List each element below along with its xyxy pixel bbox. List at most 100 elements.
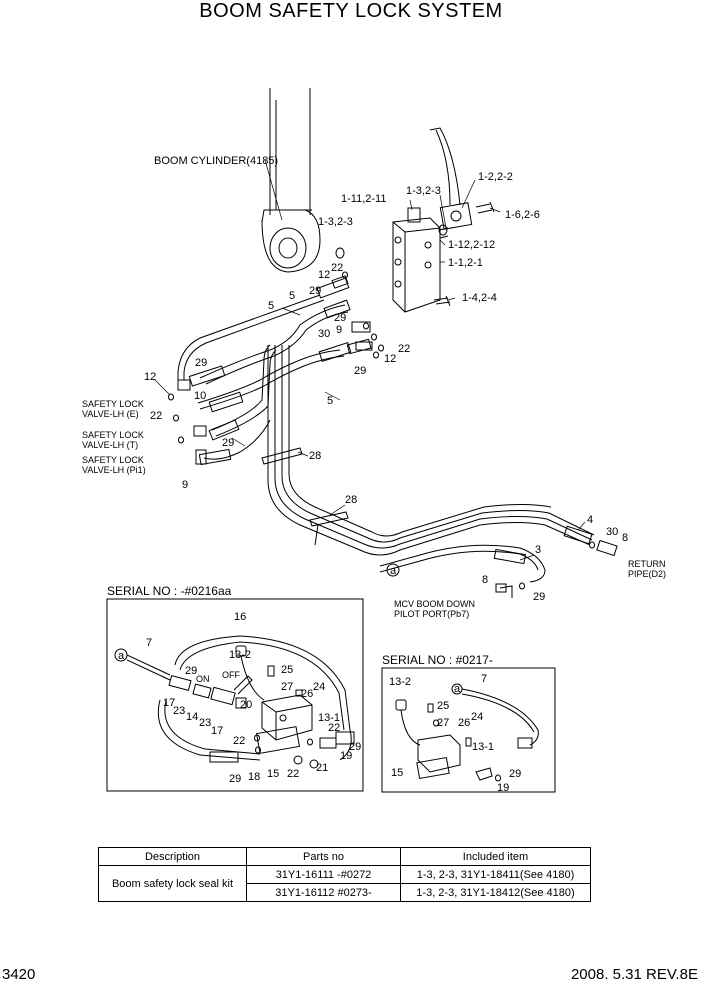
clamps: [261, 447, 349, 546]
inset-right-7: 7: [481, 673, 487, 685]
inset-left-22b: 22: [233, 735, 245, 747]
inset-right-19: 19: [497, 782, 509, 794]
inset-left-29b: 29: [349, 741, 361, 753]
label-1-11-2-11: 1-11,2-11: [341, 193, 386, 205]
inset-left-serial: SERIAL NO : -#0216aa: [107, 584, 232, 598]
label-1-2-2-2: 1-2,2-2: [478, 171, 513, 183]
label-8b: 8: [482, 574, 488, 586]
label-22c: 22: [150, 410, 162, 422]
label-28a: 28: [309, 450, 321, 462]
table-header-row: Description Parts no Included item: [98, 847, 591, 866]
inset-left-20: 20: [240, 699, 252, 711]
seal-kit-table: Description Parts no Included item Boom …: [98, 847, 591, 902]
inset-right-25: 25: [437, 700, 449, 712]
inset-left-23a: 23: [173, 705, 185, 717]
inset-right-13-1: 13-1: [472, 741, 494, 753]
inset-left-13-1: 13-1: [318, 712, 340, 724]
label-4: 4: [587, 514, 593, 526]
inset-left-25: 25: [281, 664, 293, 676]
inset-left-frame: [106, 598, 364, 792]
inset-left-a: a: [118, 650, 125, 662]
inset-right-26: 26: [458, 717, 470, 729]
inset-left-7: 7: [146, 637, 152, 649]
label-5b: 5: [268, 300, 274, 312]
inset-left-13-2: 13-2: [229, 649, 251, 661]
inset-right-15: 15: [391, 767, 403, 779]
label-safety-t-1: SAFETY LOCK: [82, 430, 144, 440]
label-1-12-2-12: 1-12,2-12: [448, 239, 495, 251]
label-safety-e-1: SAFETY LOCK: [82, 399, 144, 409]
inset-right-frame: [381, 667, 556, 793]
label-safety-t-2: VALVE-LH (T): [82, 440, 138, 450]
label-30b: 30: [606, 526, 618, 538]
inset-left-26: 26: [301, 688, 313, 700]
label-a-main: a: [390, 565, 397, 577]
inset-left-17a: 17: [163, 697, 175, 709]
inset-left-21: 21: [316, 762, 328, 774]
fittings-left: [177, 321, 373, 465]
label-1-6-2-6: 1-6,2-6: [505, 209, 540, 221]
label-safety-pi-2: VALVE-LH (Pi1): [82, 465, 146, 475]
label-22a: 22: [331, 262, 343, 274]
label-return-1: RETURN: [628, 559, 666, 569]
revision-date: 2008. 5.31 REV.8E: [570, 966, 698, 983]
inset-left-19: 19: [340, 750, 352, 762]
label-safety-e-2: VALVE-LH (E): [82, 409, 139, 419]
top-pipe: [429, 127, 495, 230]
inset-right-29: 29: [509, 768, 521, 780]
inset-left-29a: 29: [185, 665, 197, 677]
inset-left-16: 16: [234, 611, 246, 623]
label-22b: 22: [398, 343, 410, 355]
label-12b: 12: [384, 353, 396, 365]
label-3: 3: [535, 544, 541, 556]
inset-left-23b: 23: [199, 717, 211, 729]
label-mcv-2: PILOT PORT(Pb7): [394, 609, 469, 619]
inset-right-24: 24: [471, 711, 483, 723]
inset-left-on: ON: [196, 674, 210, 684]
table-row: Boom safety lock seal kit 31Y1-16111 -#0…: [98, 865, 591, 902]
label-8a: 8: [622, 532, 628, 544]
label-5a: 5: [289, 290, 295, 302]
label-29c: 29: [354, 365, 366, 377]
label-9a: 9: [336, 324, 342, 336]
inset-right-13-2: 13-2: [389, 676, 411, 688]
o-rings: [168, 224, 595, 590]
inset-left-15: 15: [267, 768, 279, 780]
inset-left-17b: 17: [211, 725, 223, 737]
label-28b: 28: [345, 494, 357, 506]
table-cell-description: Boom safety lock seal kit: [98, 865, 247, 902]
table-header: Description: [98, 847, 247, 866]
label-29a: 29: [309, 285, 321, 297]
table-cell-included: 1-3, 2-3, 31Y1-18412(See 4180): [400, 883, 591, 902]
inset-right-27: 27: [437, 717, 449, 729]
label-9b: 9: [182, 479, 188, 491]
inset-left-off: OFF: [222, 670, 240, 680]
label-1-3-2-3-top: 1-3,2-3: [406, 185, 441, 197]
label-1-4-2-4: 1-4,2-4: [462, 292, 497, 304]
label-29e: 29: [222, 437, 234, 449]
inset-left-drawing: [114, 635, 355, 769]
label-10: 10: [194, 390, 206, 402]
safety-lock-valve: [392, 207, 451, 313]
label-29b: 29: [334, 312, 346, 324]
label-12a: 12: [318, 269, 330, 281]
inset-right-a: a: [454, 683, 461, 695]
label-safety-pi-1: SAFETY LOCK: [82, 455, 144, 465]
label-boom-cylinder: BOOM CYLINDER(4185): [154, 155, 278, 167]
long-pipes: [267, 345, 618, 598]
inset-left-27: 27: [281, 681, 293, 693]
inset-left-24: 24: [313, 681, 325, 693]
leader-lines: [154, 159, 586, 561]
inset-left-22c: 22: [287, 768, 299, 780]
label-5c: 5: [327, 395, 333, 407]
page-number: 3420: [2, 966, 36, 983]
label-29f: 29: [533, 591, 545, 603]
table-header: Included item: [400, 847, 591, 866]
inset-left-18: 18: [248, 771, 260, 783]
label-1-1-2-1: 1-1,2-1: [448, 257, 483, 269]
inset-left-22a: 22: [328, 722, 340, 734]
label-1-3-2-3-left: 1-3,2-3: [318, 216, 353, 228]
label-30a: 30: [318, 328, 330, 340]
table-cell-included: 1-3, 2-3, 31Y1-18411(See 4180): [400, 865, 591, 884]
